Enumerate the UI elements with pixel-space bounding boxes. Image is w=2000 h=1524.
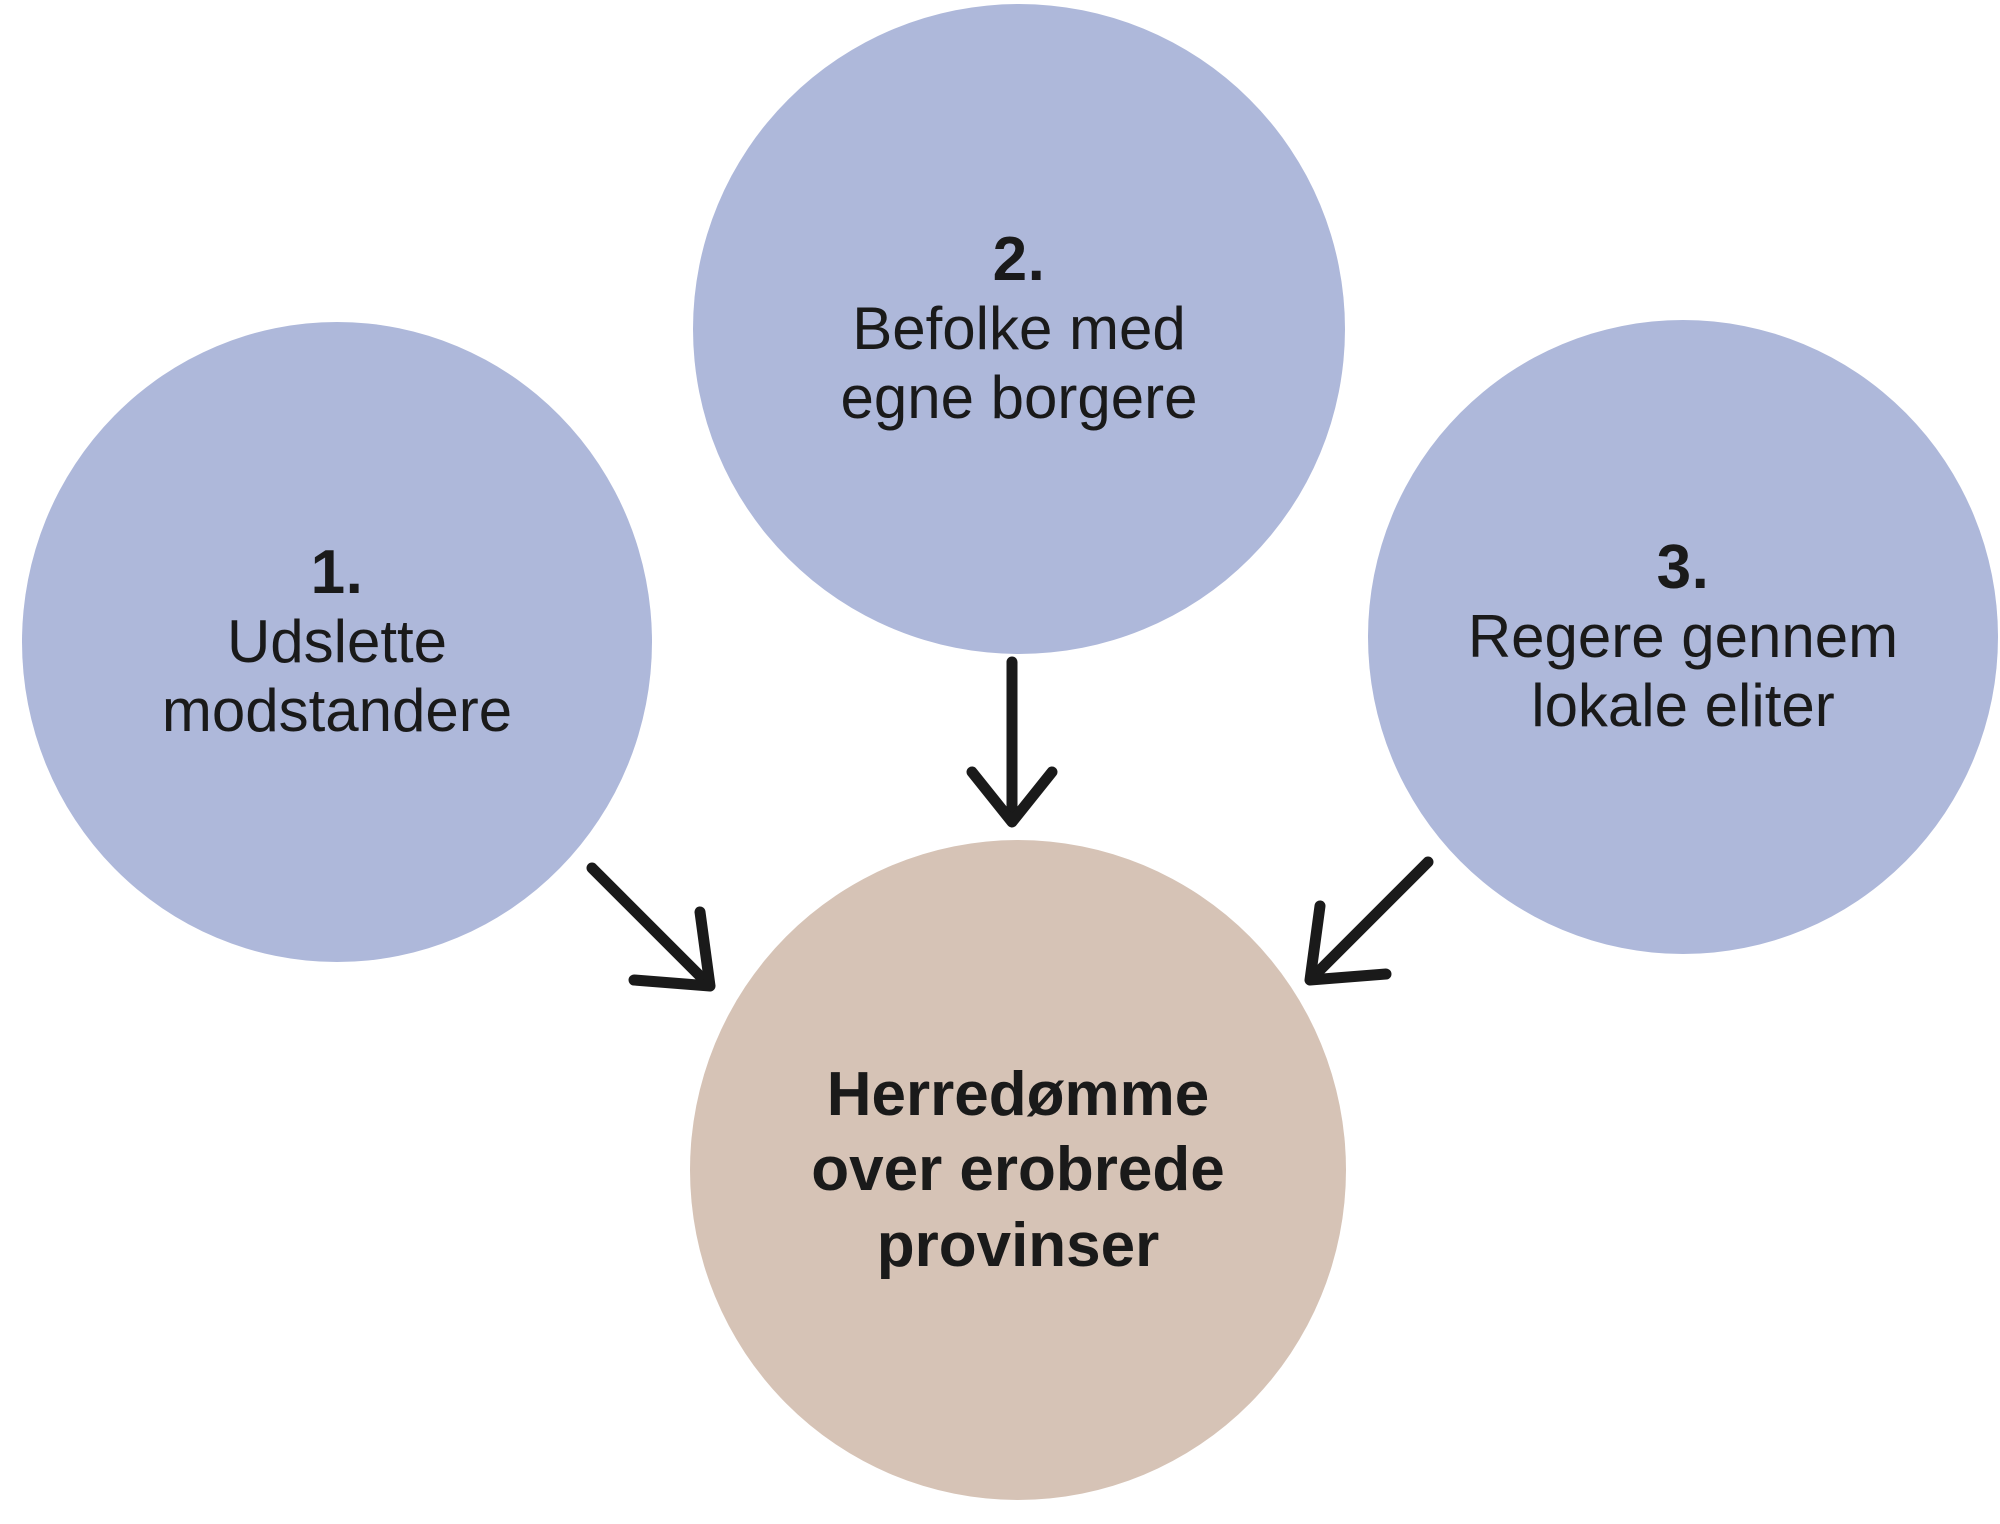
arrow-from-step-1 <box>586 862 716 992</box>
step-circle-3[interactable]: 3. Regere gennem lokale eliter <box>1368 320 1998 954</box>
center-label: Herredømme over erobrede provinser <box>811 1059 1225 1280</box>
step-1-label: Udslette modstandere <box>161 608 513 745</box>
step-circle-1[interactable]: 1. Udslette modstandere <box>22 322 652 962</box>
step-2-label: Befolke med egne borgere <box>840 295 1198 432</box>
center-circle-outcome[interactable]: Herredømme over erobrede provinser <box>690 840 1346 1500</box>
step-3-label: Regere gennem lokale eliter <box>1467 603 1899 740</box>
step-circle-2[interactable]: 2. Befolke med egne borgere <box>693 4 1345 654</box>
step-2-number: 2. <box>992 224 1046 294</box>
step-3-number: 3. <box>1656 532 1710 602</box>
step-1-number: 1. <box>310 537 364 607</box>
arrow-from-step-3 <box>1304 856 1434 986</box>
arrow-from-step-2 <box>966 656 1058 828</box>
